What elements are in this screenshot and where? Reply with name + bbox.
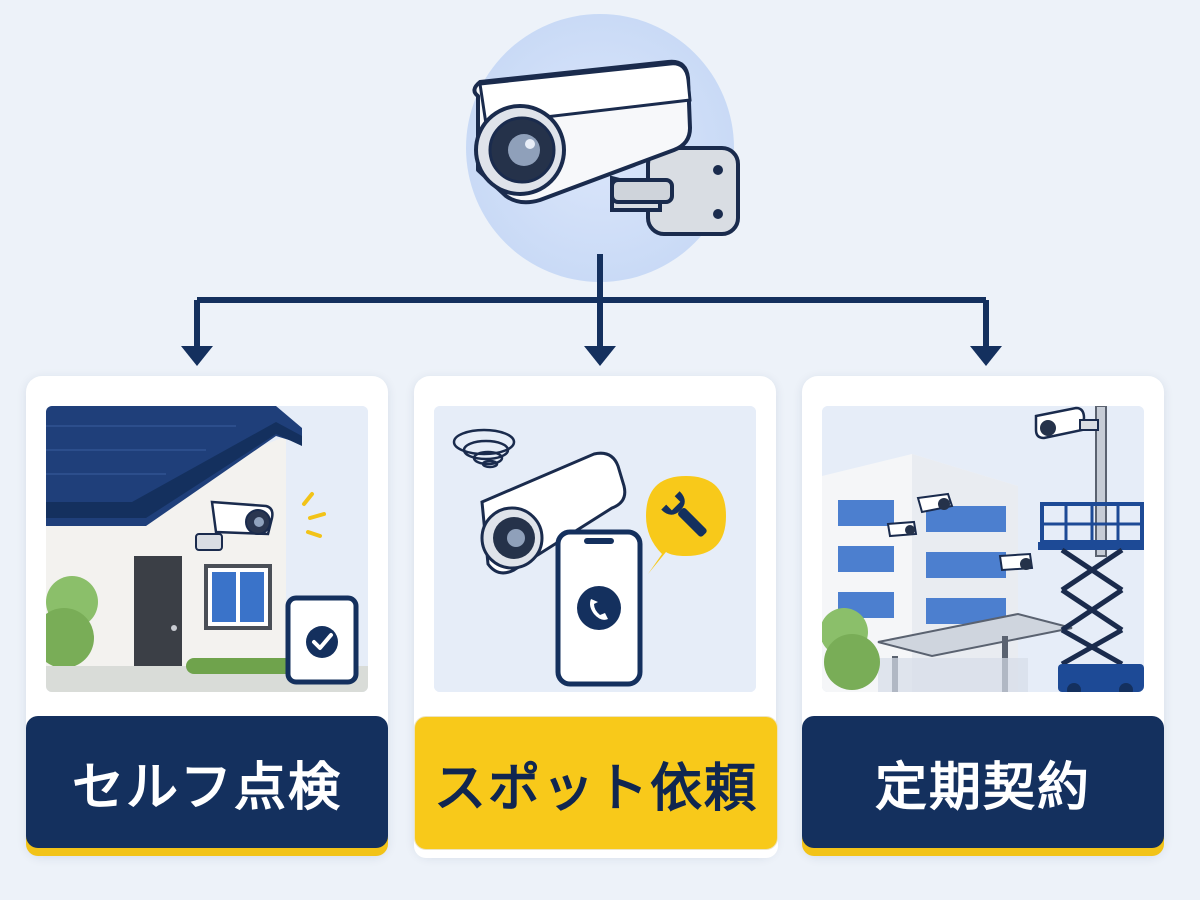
building-cameras-lift-icon (822, 406, 1144, 692)
option-label-self-inspection: セルフ点検 (26, 716, 388, 848)
security-camera-icon (472, 59, 740, 236)
connector-lines (194, 254, 989, 352)
house-camera-tablet-check-icon (46, 406, 368, 692)
option-card-regular-contract[interactable]: 定期契約 (802, 376, 1164, 856)
camera-phone-wrench-icon (434, 406, 756, 692)
arrow-down-icon (181, 346, 213, 366)
option-card-self-inspection[interactable]: セルフ点検 (26, 376, 388, 856)
option-card-spot-request[interactable]: スポット依頼 (414, 376, 778, 856)
option-label-spot-request: スポット依頼 (414, 716, 778, 850)
arrow-down-icon (970, 346, 1002, 366)
option-label-regular-contract: 定期契約 (802, 716, 1164, 848)
arrowheads (181, 346, 1002, 366)
arrow-down-icon (584, 346, 616, 366)
